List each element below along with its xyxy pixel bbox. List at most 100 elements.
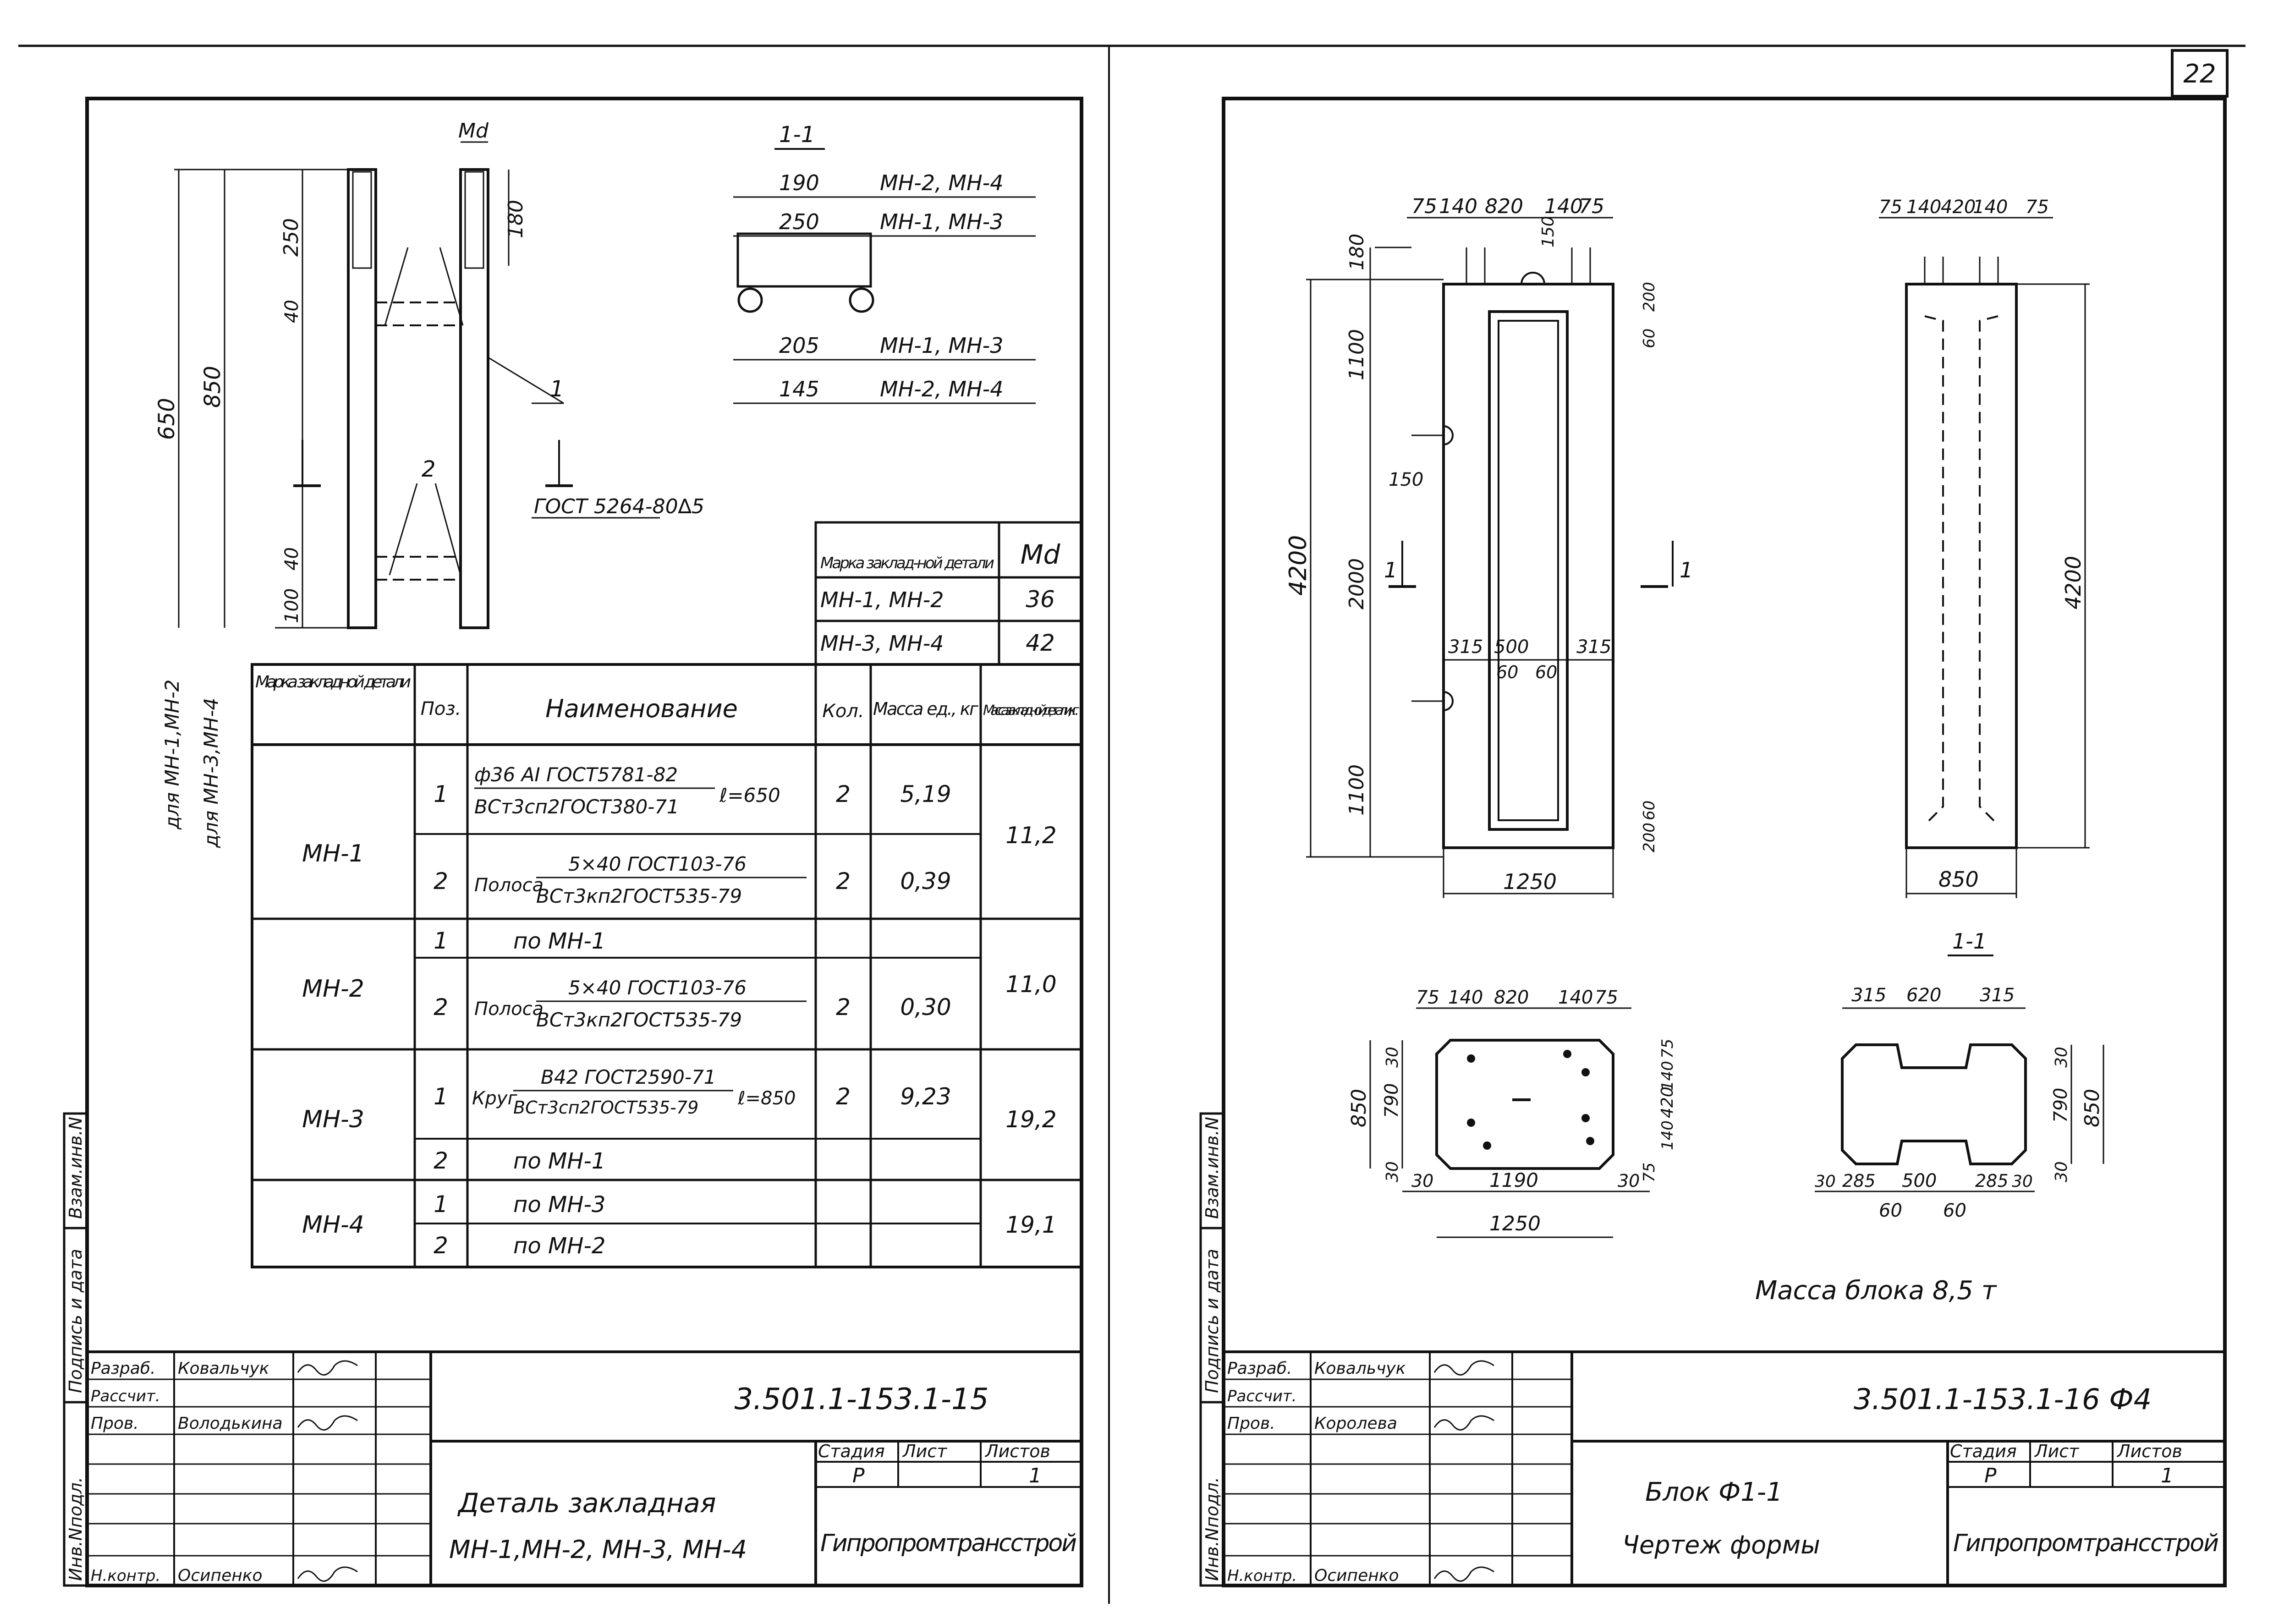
mn3-total: 19,2 [1005,1106,1056,1133]
mn1-mass2: 0,39 [900,868,951,894]
mn3-pos1: 1 [434,1083,448,1110]
title-line2: МН-1,МН-2, МН-3, МН-4 [449,1535,747,1564]
name-developer: Ковальчук [178,1359,269,1378]
right-title-block: Разраб. Рассчит. Пров. Н.контр. Ковальчу… [1224,1350,2225,1586]
mn1-name-bottom: ВСт3сп2ГОСТ380-71 [474,796,679,818]
front-recess [1488,310,1569,831]
role-norm: Н.контр. [91,1567,160,1585]
plan-bottom-30a: 30 [1411,1171,1433,1191]
role-developer: Разраб. [91,1359,155,1378]
front-dim-1100-bottom: 1100 [1345,764,1368,816]
section-marks-2: МН-1, МН-3 [880,209,1004,234]
block-front-view: 75 140 820 140 75 150 200 60 60 200 4200… [1285,195,1693,898]
mn1-qty2: 2 [836,868,851,894]
mark-mn2: МН-2 [302,975,364,1003]
dim-40-bottom: 40 [281,547,302,571]
md-row1-value: 36 [1026,586,1055,613]
mn1-prefix2: Полоса [474,875,544,896]
rstamp-sign: Подпись и дата [1202,1249,1222,1393]
left-side-stamp: Инв.Nподл. Подпись и дата Взам.инв.N [63,1112,88,1587]
plan-left-850: 850 [1347,1089,1371,1127]
side-outline [1905,283,2018,849]
mn1-pos1: 1 [434,781,448,807]
side-top-75b: 75 [2026,197,2049,218]
side-width-850: 850 [1938,867,1979,892]
side-top-140b: 140 [1973,197,2008,218]
mn1-total: 11,2 [1005,822,1056,849]
stamp-replace: Взам.инв.N [66,1117,86,1219]
mn1-mass1: 5,19 [900,781,951,807]
rsec-top-315a: 315 [1851,985,1886,1006]
sheets-header: Листов [984,1441,1050,1461]
block-plan-view: 75 140 820 140 75 30 790 30 850 75 420 1… [1347,987,1677,1238]
stage-value: Р [852,1464,865,1487]
signature-1 [297,1360,358,1376]
mn1-qty1: 2 [836,781,851,807]
front-dim-150-left: 150 [1389,469,1423,490]
md-table: Марка заклад-ной детали Md МН-1, МН-2 36… [814,521,1083,666]
front-top-140b: 140 [1544,195,1583,218]
page-number-box [2171,49,2229,98]
rsheets-value: 1 [2161,1464,2174,1487]
rsec-bottom-500: 500 [1902,1170,1937,1191]
mark-mn3: МН-3 [302,1106,364,1133]
plan-top-75b: 75 [1595,987,1618,1008]
section-dim-205: 205 [779,333,819,358]
section-marks-1: МН-2, МН-4 [880,170,1004,195]
front-top-140a: 140 [1439,195,1477,218]
plan-top-75a: 75 [1416,987,1439,1008]
bar-left [347,168,377,629]
rsec-bottom-285b: 285 [1975,1171,2009,1191]
signature-2 [297,1415,358,1431]
mn2-mass2: 0,30 [900,994,951,1020]
dim-40-top: 40 [281,300,302,323]
rsheet-header: Лист [2034,1441,2080,1461]
leader-pos1: 1 [550,376,564,402]
for-mn34: для МН-3,МН-4 [200,698,222,848]
role-checked: Пров. [91,1414,139,1433]
hdr-total-mass: Масса закладной детали, кг. [983,702,1079,719]
front-dim-1100-top: 1100 [1345,329,1368,380]
front-top-75a: 75 [1411,195,1437,218]
mn2-pos1: 1 [434,927,448,954]
rsec-bottom-30b: 30 [2012,1172,2033,1191]
hdr-mark: Марка закладной детали [255,673,411,691]
page-number: 22 [2183,59,2216,89]
block-mass-note: Масса блока 8,5 т [1755,1276,1997,1306]
rrole-norm: Н.контр. [1227,1567,1297,1585]
rname-checked: Королева [1314,1414,1397,1433]
side-height-4200: 4200 [2061,556,2086,609]
mn4-ref1: по МН-3 [513,1192,605,1218]
mn2-ref1: по МН-1 [513,928,605,954]
rsec-bottom-30a: 30 [1815,1172,1836,1191]
mn2-prefix2: Полоса [474,999,544,1020]
mn3-length: ℓ=850 [737,1088,796,1109]
md-row2-marks: МН-3, МН-4 [820,631,944,656]
rtitle-line2: Чертеж формы [1622,1531,1820,1559]
front-dim-2000: 2000 [1345,558,1368,609]
rsec-bottom-285a: 285 [1842,1171,1876,1191]
inner-500: 500 [1494,636,1529,658]
mn3-mass1: 9,23 [900,1083,951,1110]
rsec-right-790: 790 [2050,1088,2071,1123]
mark-mn1: МН-1 [302,840,364,867]
weld-note: ГОСТ 5264-80∆5 [534,495,704,518]
front-dim-180: 180 [1345,234,1368,270]
rsec-right-30a: 30 [2052,1047,2071,1068]
plan-right-420: 420 [1658,1086,1677,1118]
plan-outline [1435,1039,1614,1170]
mn3-ref2: по МН-1 [513,1148,605,1174]
section-dim-190: 190 [779,170,819,195]
plan-bottom-30b: 30 [1618,1171,1640,1191]
rname-norm: Осипенко [1314,1566,1399,1585]
plan-right-75a: 75 [1658,1039,1677,1059]
md-row2-value: 42 [1026,630,1055,656]
front-dim-150: 150 [1539,216,1558,247]
stamp-sign: Подпись и дата [66,1249,86,1393]
left-sheet: Инв.Nподл. Подпись и дата Взам.инв.N 1 2 [63,97,1083,1587]
block-side-view: 75 140 420 140 75 4200 850 [1879,197,2090,898]
rsec-top-620: 620 [1906,985,1941,1006]
front-dim-60-bottom: 60 [1640,801,1658,820]
plan-right-140b: 140 [1658,1120,1677,1150]
drawing-code: 3.501.1-153.1-15 [734,1383,988,1416]
